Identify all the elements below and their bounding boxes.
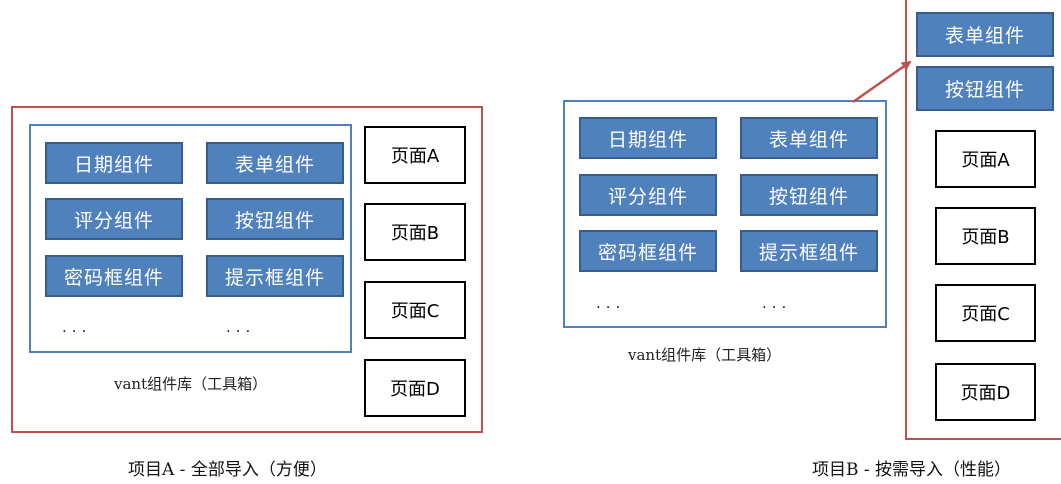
project-a-page-b: 页面B: [364, 203, 466, 261]
project-b-ellipsis-right: ...: [762, 294, 792, 312]
project-b-component-rating: 评分组件: [579, 174, 717, 216]
project-a-page-c: 页面C: [364, 281, 466, 339]
project-b-page-c: 页面C: [935, 284, 1036, 342]
project-a-page-a: 页面A: [364, 126, 466, 184]
project-b-page-d: 页面D: [935, 363, 1036, 421]
project-a-component-rating: 评分组件: [45, 198, 183, 240]
project-a-caption: 项目A - 全部导入（方便）: [128, 460, 327, 480]
project-b-component-tooltip: 提示框组件: [740, 230, 878, 272]
project-a-component-date: 日期组件: [45, 142, 183, 184]
project-a-library-label: vant组件库（工具箱）: [114, 375, 268, 393]
project-b-imported-button: 按钮组件: [916, 66, 1054, 111]
project-a-ellipsis-left: ...: [62, 318, 92, 336]
project-b-ellipsis-left: ...: [596, 294, 626, 312]
project-b-library-frame: [563, 100, 887, 328]
project-a-frame: [11, 106, 483, 433]
project-b-component-button: 按钮组件: [740, 174, 878, 216]
project-a-component-button: 按钮组件: [206, 198, 344, 240]
project-a-component-form: 表单组件: [206, 142, 344, 184]
project-b-imported-form: 表单组件: [916, 12, 1054, 57]
project-b-page-a: 页面A: [935, 130, 1036, 188]
project-a-page-d: 页面D: [364, 359, 466, 417]
project-a-component-tooltip: 提示框组件: [206, 255, 344, 297]
project-b-page-b: 页面B: [935, 207, 1036, 265]
project-b-component-form: 表单组件: [740, 117, 878, 159]
project-b-frame: [905, 0, 1061, 440]
project-b-component-date: 日期组件: [579, 117, 717, 159]
project-a-library-frame: [29, 124, 352, 353]
project-a-ellipsis-right: ...: [226, 318, 256, 336]
project-b-caption: 项目B - 按需导入（性能）: [812, 460, 1012, 480]
project-b-component-password: 密码框组件: [579, 230, 717, 272]
project-a-component-password: 密码框组件: [45, 255, 183, 297]
project-b-library-label: vant组件库（工具箱）: [628, 346, 782, 364]
